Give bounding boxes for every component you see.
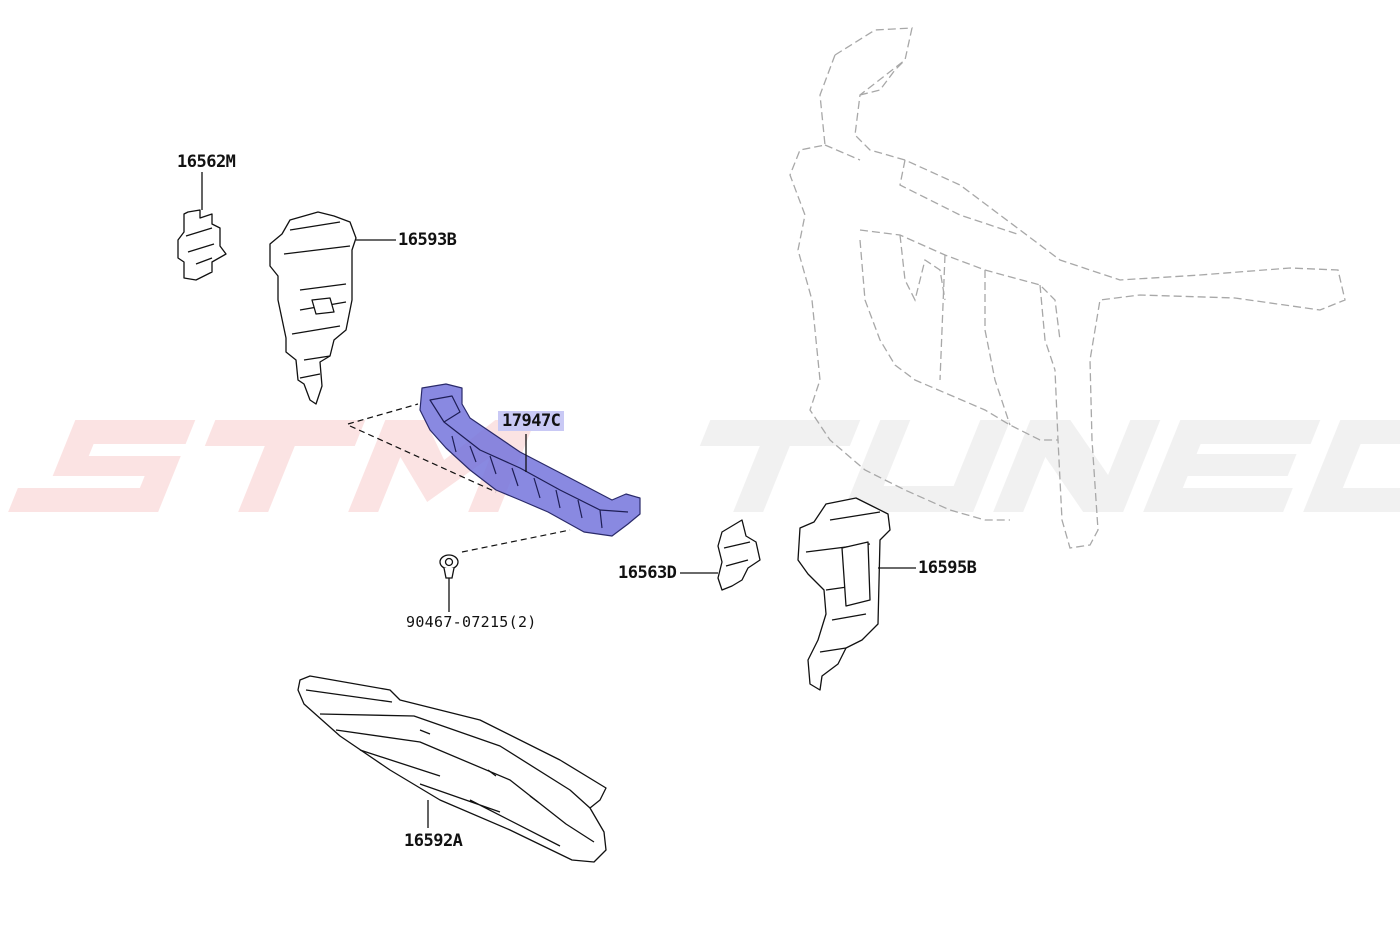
watermark-letter-s [8, 420, 196, 512]
callout-16592A[interactable]: 16592A [404, 831, 463, 851]
callout-16563D[interactable]: 16563D [618, 563, 677, 583]
callout-16562M[interactable]: 16562M [177, 152, 236, 172]
watermark-letter-e [1143, 420, 1321, 512]
watermark-letter-t [204, 420, 366, 512]
callout-16593B[interactable]: 16593B [398, 230, 457, 250]
watermark-letter-u [843, 420, 1011, 512]
watermark-letter-t2 [699, 420, 861, 512]
part-16592A[interactable] [297, 675, 607, 863]
watermark-letter-d [1303, 420, 1400, 512]
dashed-guides-17947C [347, 403, 571, 553]
part-16593B[interactable] [269, 211, 357, 405]
part-17947C[interactable] [419, 383, 641, 537]
part-16562M[interactable] [177, 209, 227, 281]
callout-16595B[interactable]: 16595B [918, 558, 977, 578]
part-90467-clip[interactable] [439, 554, 459, 579]
watermark-letter-n [993, 420, 1161, 512]
callout-90467-07215[interactable]: 90467-07215(2) [406, 613, 537, 631]
part-16595B[interactable] [797, 497, 891, 691]
callout-17947C[interactable]: 17947C [498, 411, 565, 431]
watermark-logo [8, 420, 1400, 512]
radiator-support-ghost [789, 27, 1346, 549]
part-16563D[interactable] [717, 519, 761, 591]
